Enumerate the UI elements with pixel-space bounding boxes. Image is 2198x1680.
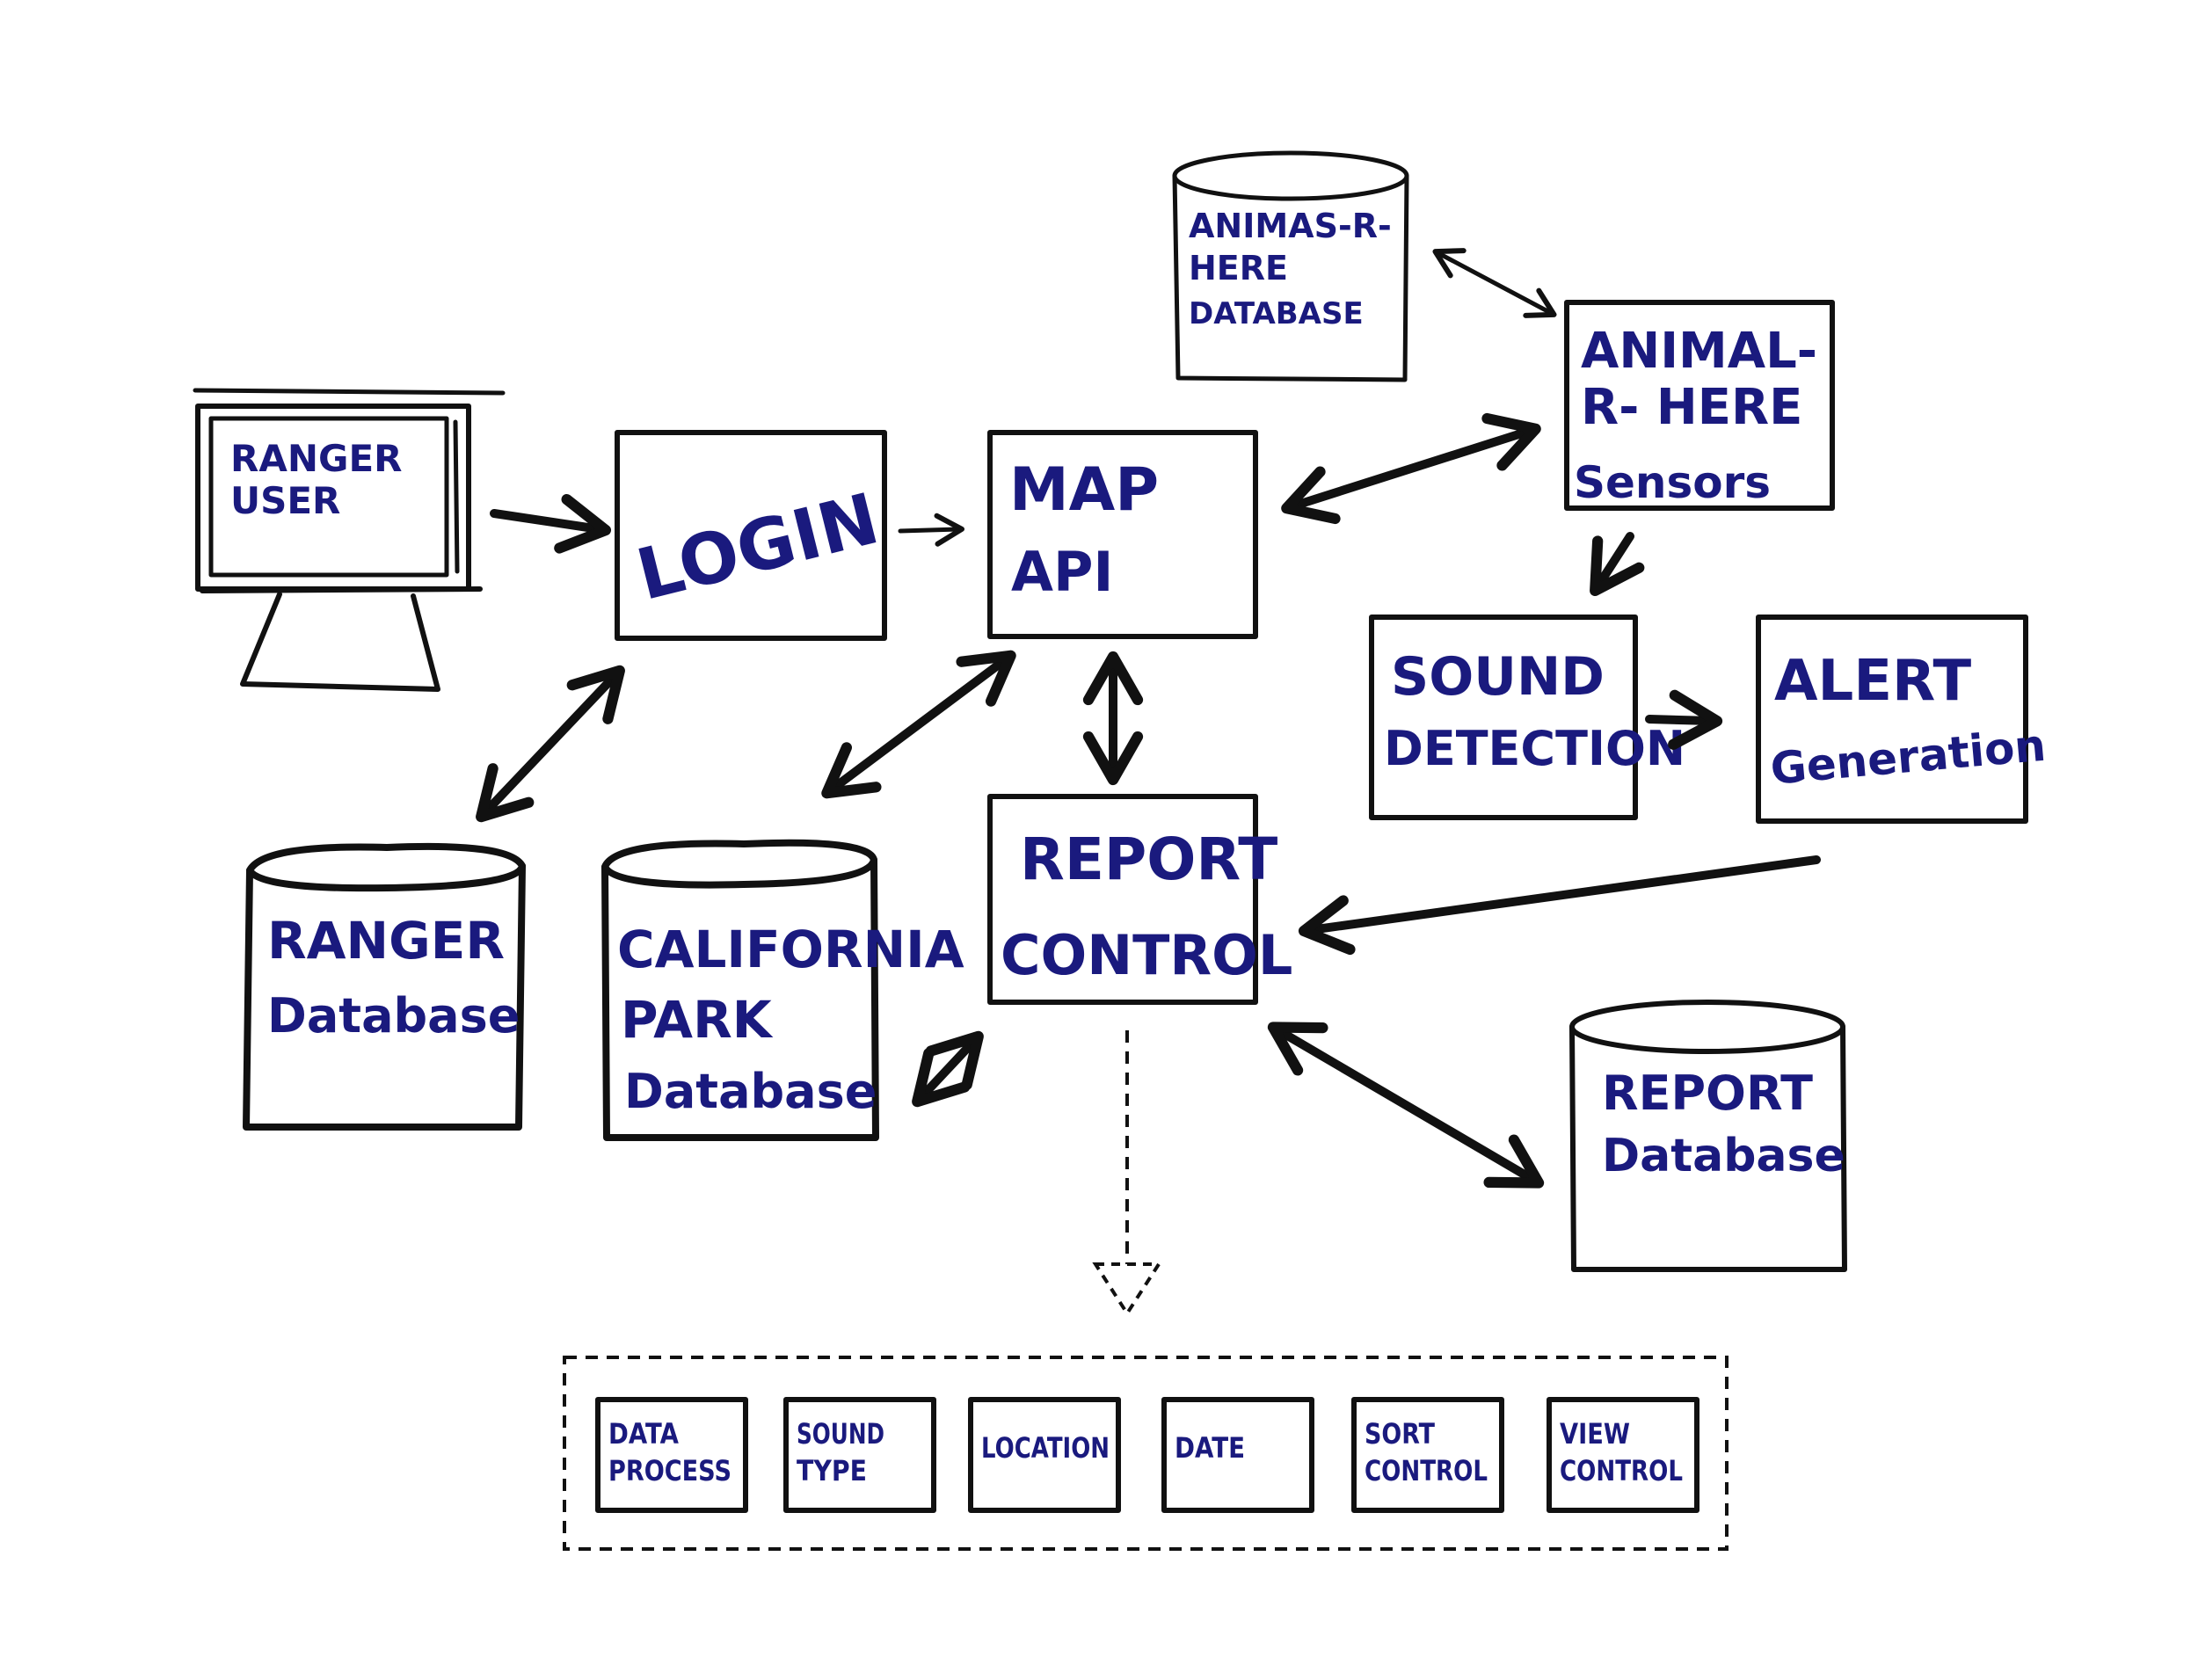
login-label: LOGIN [629, 477, 886, 616]
ranger-user-node: RANGER USER [193, 388, 506, 692]
report-module-label-line1: SORT [1365, 1417, 1435, 1451]
animals-database-cylinder [1172, 150, 1409, 382]
report-module-label-line1: DATE [1175, 1431, 1245, 1465]
report-module-box: DATE [1161, 1397, 1314, 1513]
sound-detection-label-line2: DETECTION [1384, 721, 1685, 776]
alert-generation-label-line2: Generation [1768, 720, 2048, 795]
ranger-db-label-line2: Database [267, 988, 520, 1044]
report-control-label-line1: REPORT [1020, 825, 1277, 893]
alert-generation-label-line1: ALERT [1774, 649, 1971, 714]
arrow-map-api-california-db [821, 650, 1016, 799]
california-database-cylinder [601, 839, 879, 1141]
ranger-database-cylinder [243, 842, 526, 1131]
connections [476, 248, 1821, 1189]
ranger-database-node: RANGER Database [243, 842, 526, 1131]
report-module-label-line1: SOUND [797, 1417, 884, 1451]
report-db-label-line1: REPORT [1602, 1065, 1813, 1121]
report-control-label-line2: CONTROL [1001, 923, 1292, 987]
report-module-label-line2: CONTROL [1560, 1454, 1683, 1487]
arrow-report-control-report-db [1267, 1022, 1545, 1189]
animals-db-label-line1: ANIMAS-R- [1189, 207, 1392, 245]
report-module-frame [1161, 1397, 1314, 1513]
arrow-report-control-california-db [912, 1030, 984, 1108]
arrow-map-api-sensors [1281, 412, 1541, 525]
ranger-user-label-line2: USER [230, 479, 340, 522]
report-module-label-line2: CONTROL [1365, 1454, 1488, 1487]
california-db-label-line2: PARK [621, 990, 774, 1050]
map-api-node: MAP API [987, 430, 1258, 639]
report-module-label-line2: TYPE [797, 1454, 867, 1487]
arrow-sensors-to-sound-detection [1590, 532, 1645, 597]
animal-sensors-label-line3: Sensors [1574, 457, 1771, 508]
animal-sensors-label-line1: ANIMAL- [1581, 323, 1817, 380]
sound-detection-box [1369, 615, 1638, 820]
ranger-db-label-line1: RANGER [267, 911, 505, 971]
report-module-label-line1: VIEW [1560, 1417, 1630, 1451]
arrow-alert-to-report-control [1298, 855, 1821, 956]
animals-db-label-line2: HERE [1189, 249, 1288, 287]
arrow-ranger-user-to-login [490, 493, 612, 554]
sound-detection-node: SOUND DETECTION [1369, 615, 1685, 820]
report-module-frame [1547, 1397, 1699, 1513]
ranger-user-label-line1: RANGER [230, 437, 403, 480]
dashed-arrowhead [1092, 1262, 1162, 1317]
report-database-cylinder [1569, 1000, 1847, 1272]
arrow-sound-detection-to-alert [1645, 689, 1723, 750]
map-api-box [987, 430, 1258, 639]
report-module-label-line2: PROCESS [608, 1454, 731, 1487]
alert-generation-box [1756, 615, 2028, 824]
animals-db-label-line3: DATABASE [1189, 296, 1364, 331]
report-module-label-line1: LOCATION [981, 1431, 1110, 1465]
monitor-icon [193, 388, 506, 692]
report-modules-connector [1092, 1030, 1162, 1317]
arrow-login-ranger-db [476, 665, 625, 823]
report-modules-container [563, 1356, 1729, 1551]
report-db-label-line2: Database [1602, 1130, 1845, 1182]
report-module-frame [1351, 1397, 1504, 1513]
california-db-label-line1: CALIFORNIA [617, 920, 964, 979]
animal-sensors-label-line2: R- HERE [1581, 379, 1802, 436]
report-module-label-line1: DATA [608, 1417, 679, 1451]
report-module-box: LOCATION [968, 1397, 1121, 1513]
california-park-database-node: CALIFORNIA PARK Database [601, 839, 964, 1141]
map-api-label-line1: MAP [1009, 455, 1159, 525]
arrow-login-to-map-api [898, 513, 964, 547]
login-node: LOGIN [615, 430, 887, 641]
report-module-frame [968, 1397, 1121, 1513]
animals-r-here-database-node: ANIMAS-R- HERE DATABASE [1172, 150, 1409, 382]
alert-generation-node: ALERT Generation [1756, 615, 2048, 824]
report-control-node: REPORT CONTROL [987, 794, 1292, 1005]
report-control-box [987, 794, 1258, 1005]
report-module-frame [783, 1397, 936, 1513]
sound-detection-label-line1: SOUND [1391, 646, 1605, 708]
arrow-animals-db-sensors [1432, 248, 1557, 318]
animal-sensors-box [1564, 300, 1835, 511]
report-database-node: REPORT Database [1569, 1000, 1847, 1272]
login-box [615, 430, 887, 641]
california-db-label-line3: Database [624, 1064, 877, 1119]
animal-sensors-node: ANIMAL- R- HERE Sensors [1564, 300, 1835, 511]
report-module-frame [595, 1397, 748, 1513]
map-api-label-line2: API [1011, 540, 1114, 604]
